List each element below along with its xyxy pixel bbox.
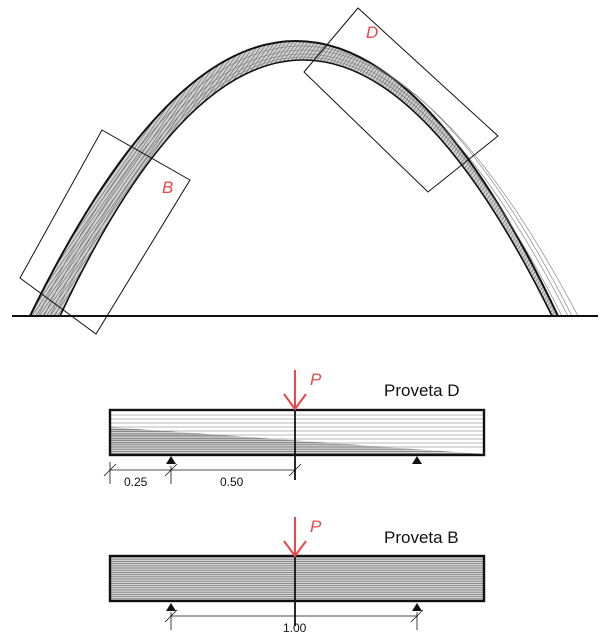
specimen-d-dim-right: 0.50 — [220, 475, 244, 489]
specimen-b-beam — [108, 554, 486, 603]
arch-lamination-line — [54, 56, 563, 317]
arch-lamination-line — [37, 45, 573, 317]
specimen-d: Proveta D P — [103, 370, 486, 489]
cut-box-b — [19, 129, 191, 335]
cut-box-d — [303, 7, 499, 193]
specimen-b-name: Proveta B — [384, 528, 459, 547]
arch-inner-edge — [59, 59, 553, 317]
specimen-d-load-arrowhead — [283, 393, 307, 411]
arch-shaded-band — [30, 41, 558, 316]
arch-lamination-line — [43, 49, 579, 317]
arch-outer-edge — [29, 40, 559, 317]
arch-lamination-line — [49, 53, 569, 317]
specimen-d-support-left — [166, 456, 176, 464]
specimen-b-load-label: P — [310, 517, 322, 536]
specimen-b-dim-span: 1.00 — [283, 621, 307, 635]
specimen-d-name: Proveta D — [384, 381, 460, 400]
arch-drawing: B D — [12, 7, 598, 335]
specimen-d-dimensions — [103, 462, 302, 484]
specimen-d-laminations — [110, 414, 484, 448]
box-b-label: B — [162, 178, 173, 197]
specimen-b-support-left — [166, 603, 176, 611]
specimen-d-beam-border — [108, 408, 486, 457]
specimen-b-load-arrowhead — [283, 540, 307, 558]
specimen-b-dimensions — [164, 609, 424, 630]
specimen-d-support-right — [412, 456, 422, 464]
specimen-b-support-right — [412, 603, 422, 611]
box-d-label: D — [366, 23, 378, 42]
specimen-d-load-label: P — [310, 370, 322, 389]
specimen-d-dim-left: 0.25 — [124, 475, 148, 489]
specimen-b: Proveta B P 1.00 — [108, 517, 486, 635]
